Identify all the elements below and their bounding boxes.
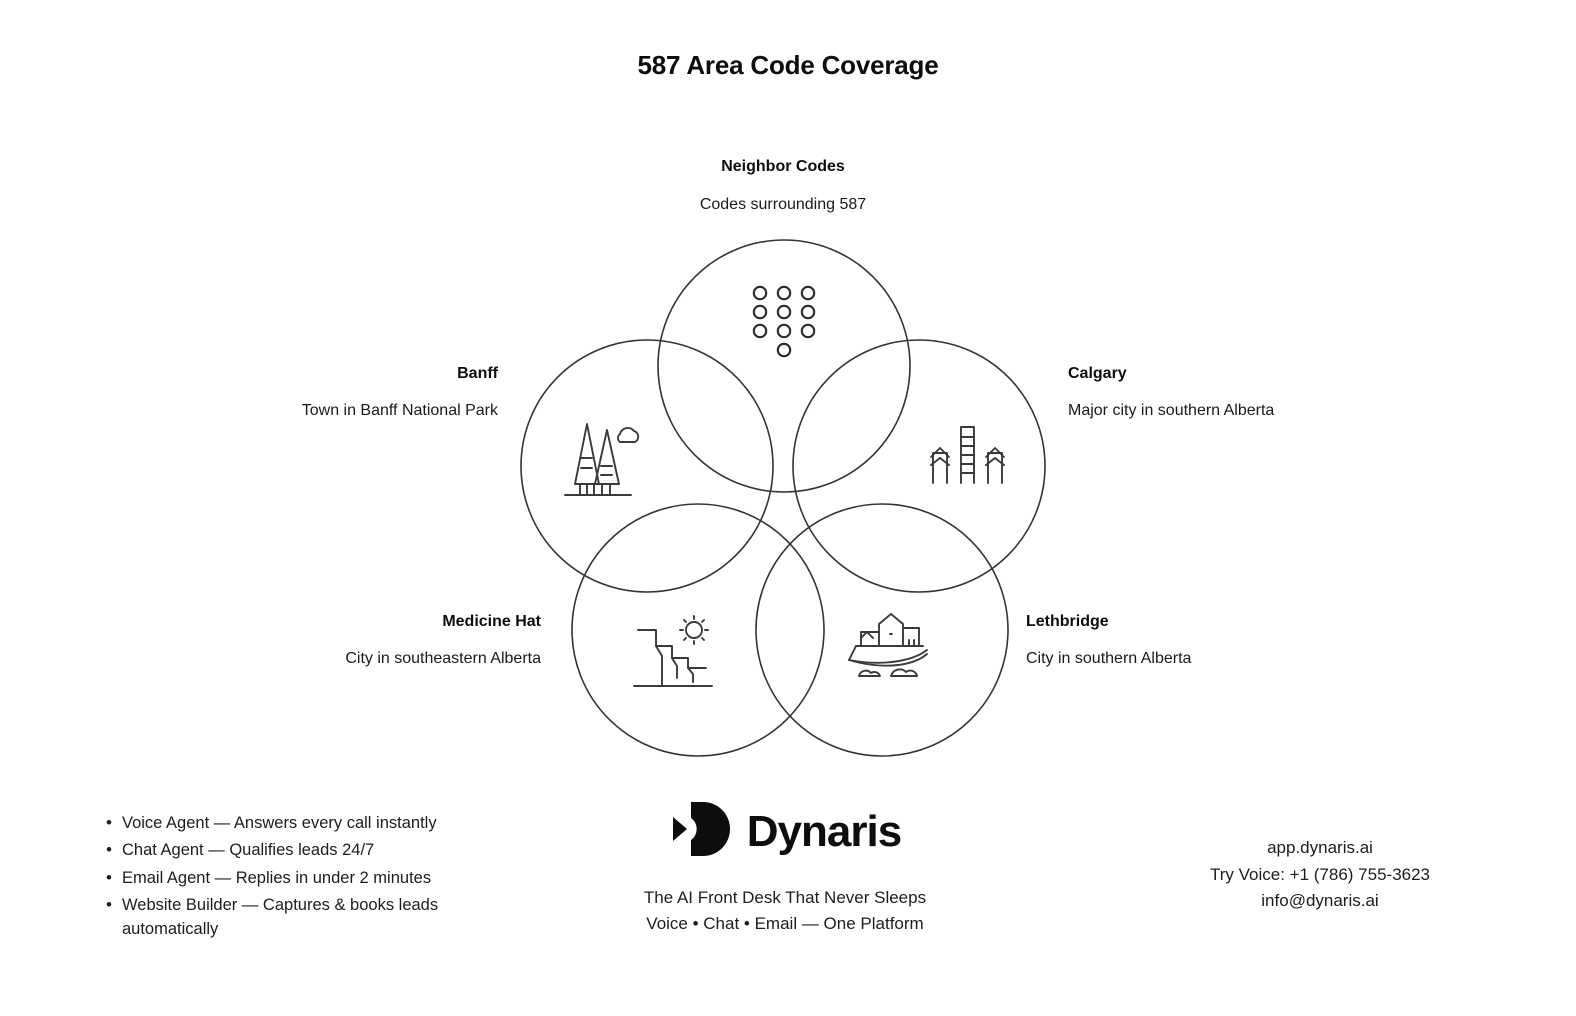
dialpad-icon <box>752 285 816 358</box>
tagline-line-2: Voice • Chat • Email — One Platform <box>646 913 924 933</box>
venn-label-title: Medicine Hat <box>442 613 541 630</box>
venn-label-desc: Major city in southern Alberta <box>1068 401 1275 419</box>
feature-list: Voice Agent — Answers every call instant… <box>100 811 520 945</box>
brand-name: Dynaris <box>746 806 902 856</box>
venn-label-desc: City in southeastern Alberta <box>345 649 541 667</box>
website-url[interactable]: app.dynaris.ai <box>1267 838 1373 857</box>
badlands-sun-icon <box>633 615 713 687</box>
brand-lockup: Dynaris <box>560 800 1010 863</box>
venn-label-title: Neighbor Codes <box>721 158 845 175</box>
brand-tagline: The AI Front Desk That Never Sleeps Voic… <box>560 885 1010 936</box>
venn-label-calgary: Calgary Major city in southern Alberta <box>1068 363 1328 422</box>
page-title: 587 Area Code Coverage <box>637 50 939 80</box>
venn-label-desc: Codes surrounding 587 <box>699 195 867 213</box>
pine-trees-cloud-icon <box>564 423 640 496</box>
venn-label-title: Banff <box>457 365 498 382</box>
venn-label-title: Calgary <box>1068 365 1127 382</box>
venn-circle-banff <box>520 339 774 593</box>
list-item: Email Agent — Replies in under 2 minutes <box>106 866 520 891</box>
tagline-line-1: The AI Front Desk That Never Sleeps <box>643 888 927 907</box>
venn-label-neighbor-codes: Neighbor Codes Codes surrounding 587 <box>583 156 983 216</box>
venn-circle-neighbor-codes <box>657 239 911 493</box>
list-item: Voice Agent — Answers every call instant… <box>106 811 520 836</box>
venn-label-lethbridge: Lethbridge City in southern Alberta <box>1026 611 1326 670</box>
phone-number[interactable]: Try Voice: +1 (786) 755-3623 <box>1209 864 1431 884</box>
venn-label-banff: Banff Town in Banff National Park <box>230 363 498 422</box>
venn-circle-lethbridge <box>755 503 1009 757</box>
venn-diagram: Neighbor Codes Codes surrounding 587 Ban… <box>230 156 1328 757</box>
bridge-town-icon <box>848 613 928 677</box>
venn-label-title: Lethbridge <box>1026 613 1109 630</box>
brand-block: Dynaris The AI Front Desk That Never Sle… <box>560 800 1010 936</box>
venn-label-medicine-hat: Medicine Hat City in southeastern Albert… <box>260 611 541 670</box>
venn-label-desc: Town in Banff National Park <box>301 401 498 419</box>
email-address[interactable]: info@dynaris.ai <box>1261 891 1379 911</box>
list-item: Chat Agent — Qualifies leads 24/7 <box>106 838 520 863</box>
dynaris-logo-icon <box>669 800 733 863</box>
venn-circle-calgary <box>792 339 1046 593</box>
contact-block: app.dynaris.ai Try Voice: +1 (786) 755-3… <box>1120 835 1520 915</box>
list-item: Website Builder — Captures & books leads… <box>106 893 520 941</box>
venn-circle-medicine-hat <box>571 503 825 757</box>
venn-label-desc: City in southern Alberta <box>1026 649 1192 667</box>
tower-buildings-icon <box>930 426 1005 484</box>
